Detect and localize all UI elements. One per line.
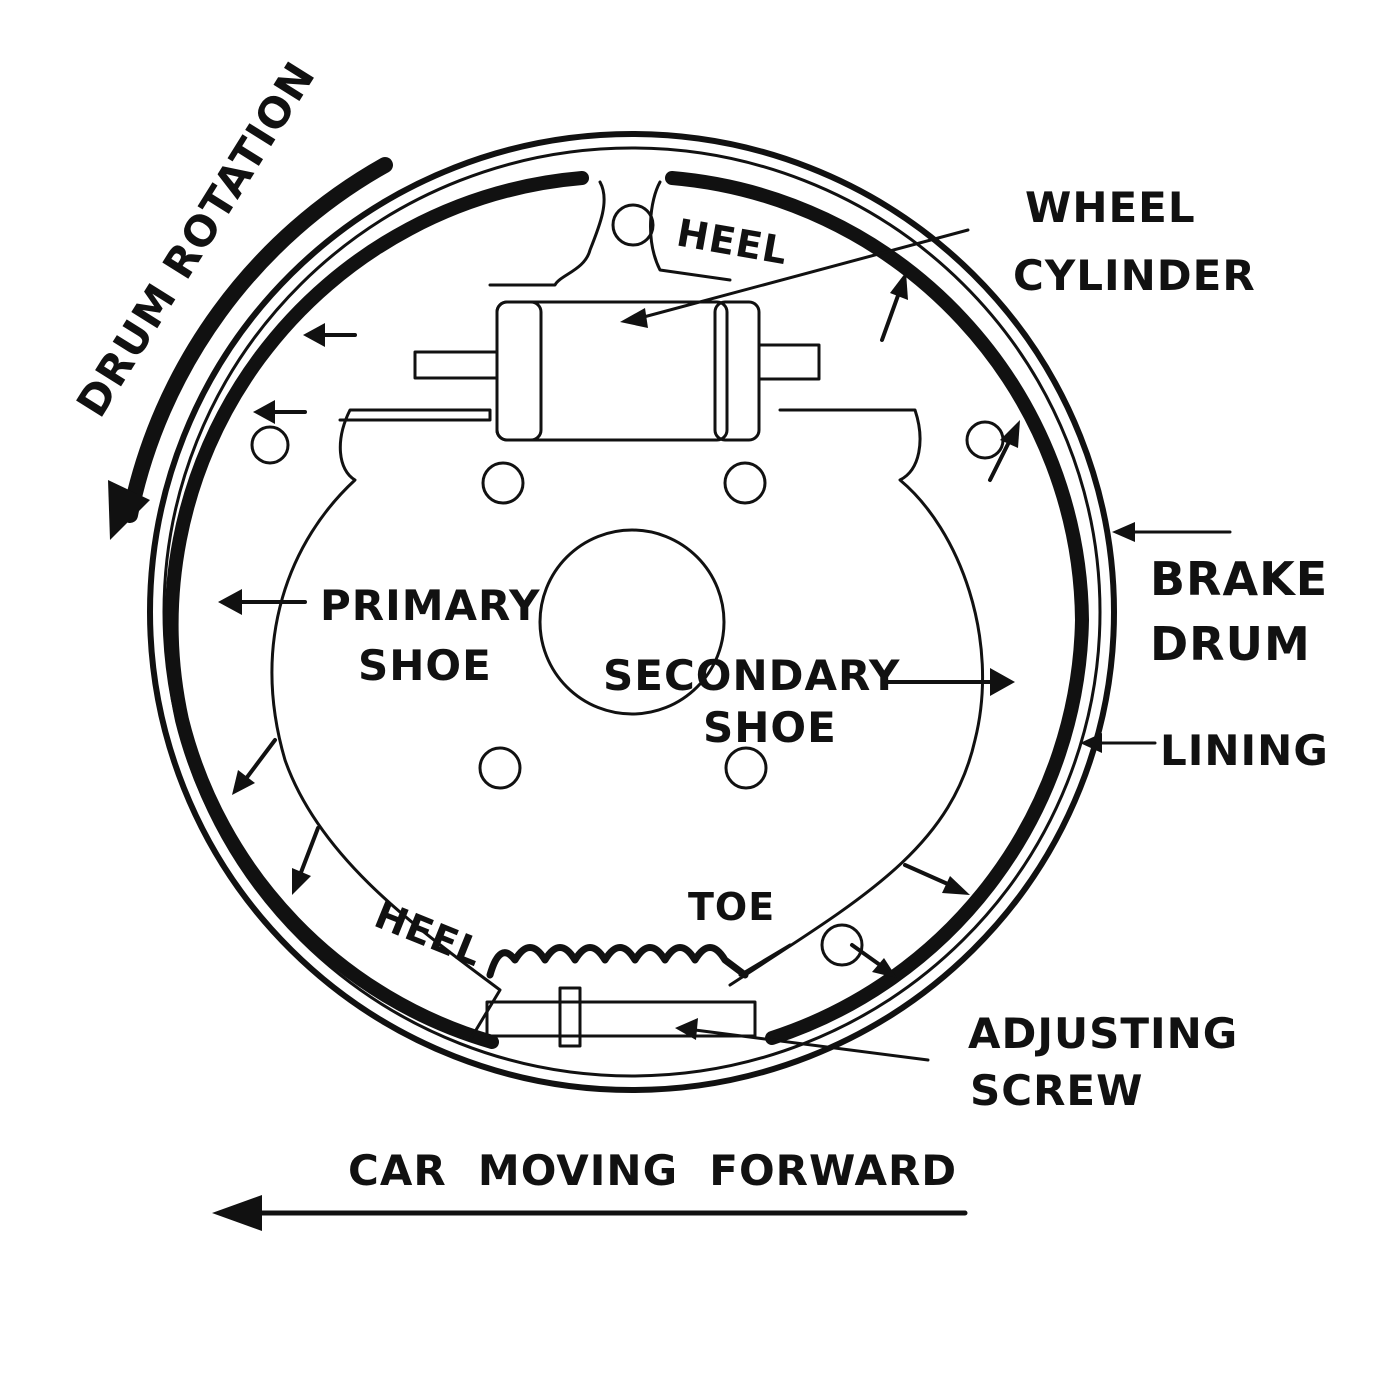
car-moving-forward-label: CAR MOVING FORWARD xyxy=(348,1146,957,1195)
adjusting-label: ADJUSTING xyxy=(968,1009,1238,1058)
bolt-hole-icon xyxy=(724,746,768,790)
hub-hole xyxy=(538,528,726,716)
wheel-cylinder xyxy=(413,300,821,442)
spring-hole-icon xyxy=(250,425,290,465)
secondary-label: SECONDARY xyxy=(603,651,900,700)
car-moving-arrow xyxy=(212,1195,968,1231)
screw-label: SCREW xyxy=(970,1066,1143,1115)
adjusting-screw xyxy=(485,986,757,1048)
adjusting-spring xyxy=(486,944,749,979)
heel-top-label: HEEL xyxy=(673,211,791,274)
brake-drum xyxy=(147,131,1117,1093)
secondary-shoe-label: SHOE xyxy=(703,703,837,752)
primary-shoe xyxy=(270,408,502,1042)
primary-label: PRIMARY xyxy=(320,581,541,630)
bolt-hole-icon xyxy=(481,461,525,505)
primary-shoe-label: SHOE xyxy=(358,641,492,690)
cylinder-label: CYLINDER xyxy=(1013,251,1256,300)
lining-band xyxy=(164,171,1089,1049)
toe-label: TOE xyxy=(688,885,775,929)
force-arrows-secondary xyxy=(850,272,1020,978)
anchor-plate xyxy=(488,180,732,287)
spring-hole-icon xyxy=(965,420,1005,460)
secondary-shoe xyxy=(728,408,985,987)
drum-rotation-arrow xyxy=(108,157,393,540)
brake-label: BRAKE xyxy=(1150,552,1328,606)
heel-bottom-label: HEEL xyxy=(369,893,489,976)
anchor-pin-icon xyxy=(611,203,655,247)
bolt-hole-icon xyxy=(478,746,522,790)
force-arrows-primary xyxy=(218,323,357,895)
spring-hole-icon xyxy=(820,923,864,967)
wheel-label: WHEEL xyxy=(1025,183,1196,232)
bolt-hole-icon xyxy=(723,461,767,505)
leader-lines xyxy=(620,228,1232,1062)
lining-label: LINING xyxy=(1160,726,1329,775)
drum-label: DRUM xyxy=(1150,617,1311,671)
